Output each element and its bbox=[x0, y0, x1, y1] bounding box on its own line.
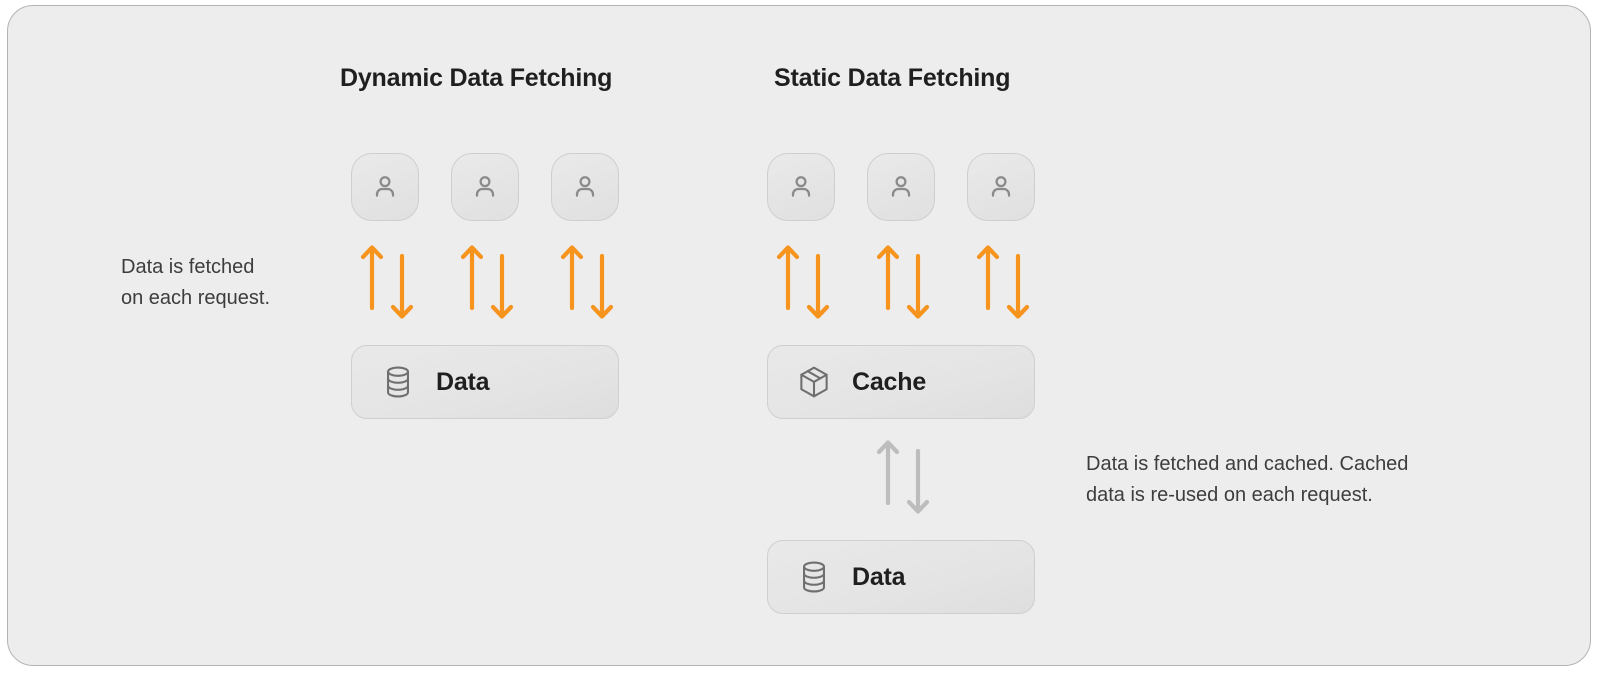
arrow-down-icon bbox=[906, 448, 930, 514]
dynamic-client-avatar-3 bbox=[551, 153, 619, 221]
arrow-down-icon bbox=[490, 253, 514, 319]
static-connector-1 bbox=[775, 242, 831, 322]
dynamic-data-store-label: Data bbox=[436, 367, 490, 396]
arrow-up-icon bbox=[876, 245, 900, 311]
static-connector-3 bbox=[975, 242, 1031, 322]
static-client-avatar-3 bbox=[967, 153, 1035, 221]
static-data-store-label: Data bbox=[852, 562, 906, 591]
arrow-up-icon bbox=[360, 245, 384, 311]
database-icon bbox=[798, 559, 830, 595]
dynamic-column-caption: Data is fetched on each request. bbox=[121, 256, 270, 309]
dynamic-connector-2 bbox=[459, 242, 515, 322]
static-lower-connector bbox=[875, 437, 931, 517]
arrow-down-icon bbox=[1006, 253, 1030, 319]
arrow-down-icon bbox=[806, 253, 830, 319]
dynamic-client-avatar-2 bbox=[451, 153, 519, 221]
arrow-up-icon bbox=[460, 245, 484, 311]
dynamic-column-title: Dynamic Data Fetching bbox=[340, 64, 613, 92]
diagram-card: Dynamic Data Fetching Static Data Fetchi… bbox=[7, 5, 1591, 666]
static-cache-store-box: Cache bbox=[767, 345, 1035, 419]
arrow-up-icon bbox=[776, 245, 800, 311]
static-client-avatar-1 bbox=[767, 153, 835, 221]
static-column-title: Static Data Fetching bbox=[774, 64, 1011, 92]
arrow-up-icon bbox=[560, 245, 584, 311]
dynamic-data-store-box: Data bbox=[351, 345, 619, 419]
arrow-down-icon bbox=[390, 253, 414, 319]
static-client-avatar-2 bbox=[867, 153, 935, 221]
static-cache-store-label: Cache bbox=[852, 367, 927, 396]
package-icon bbox=[798, 364, 830, 400]
database-icon bbox=[382, 364, 414, 400]
static-column-caption: Data is fetched and cached. Cached data … bbox=[1086, 453, 1409, 506]
static-data-store-box: Data bbox=[767, 540, 1035, 614]
arrow-down-icon bbox=[906, 253, 930, 319]
dynamic-connector-3 bbox=[559, 242, 615, 322]
dynamic-connector-1 bbox=[359, 242, 415, 322]
arrow-up-icon bbox=[876, 440, 900, 506]
arrow-up-icon bbox=[976, 245, 1000, 311]
dynamic-client-avatar-1 bbox=[351, 153, 419, 221]
arrow-down-icon bbox=[590, 253, 614, 319]
static-connector-2 bbox=[875, 242, 931, 322]
